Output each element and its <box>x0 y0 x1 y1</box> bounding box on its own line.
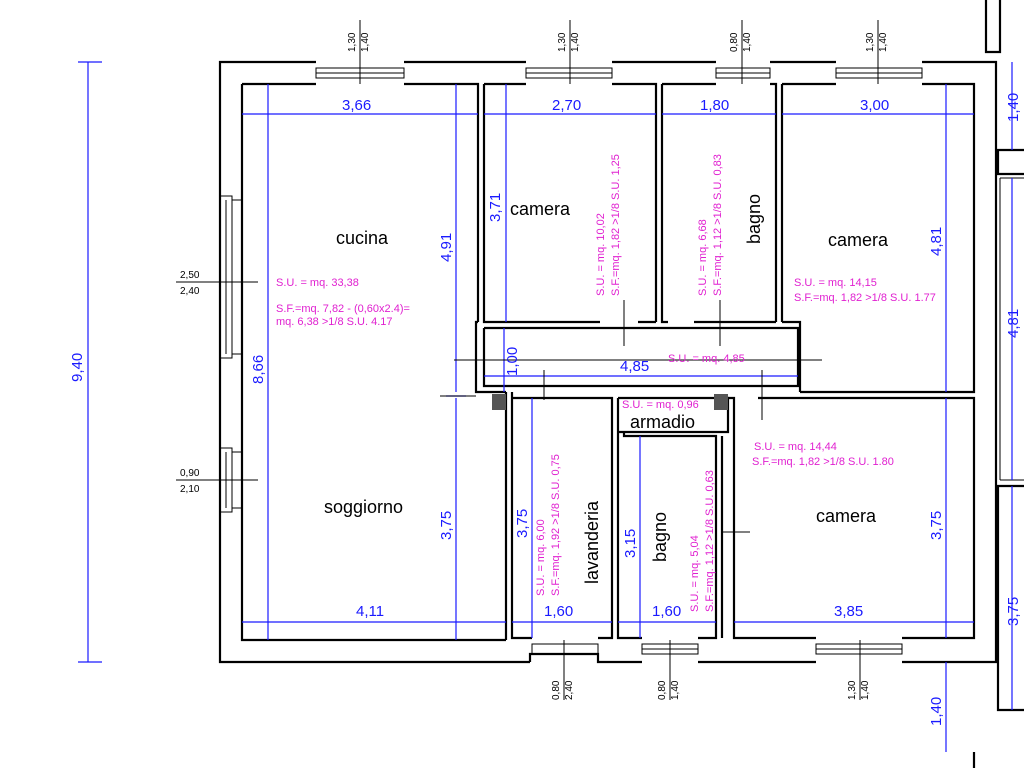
dim-soggiorno-width: 4,11 <box>356 603 384 620</box>
dim-right-edge-mid: 4,81 <box>1005 309 1022 338</box>
opening-top2-b: 1,40 <box>570 32 581 52</box>
bagno-top-su: S.U. = mq. 6,68 <box>697 219 709 296</box>
camera-bottom-su: S.U. = mq. 14,44 <box>754 441 837 453</box>
dim-overall-height: 9,40 <box>69 353 86 382</box>
room-camera-bottom: camera <box>816 506 877 526</box>
opening-bottom1-a: 0,80 <box>551 680 562 700</box>
dim-right-edge-low: 3,75 <box>1005 597 1022 626</box>
bagno-bottom-sf: S.F.=mq. 1,12 >1/8 S.U. 0,63 <box>704 470 716 612</box>
bagno-bottom-su: S.U. = mq. 5,04 <box>689 535 701 612</box>
opening-left2-a: 0,90 <box>180 468 200 479</box>
opening-left1-a: 2,50 <box>180 270 200 281</box>
room-camera-right: camera <box>828 230 889 250</box>
dim-bagno-top-width: 1,80 <box>700 97 729 114</box>
dim-right-edge-bottom: 1,40 <box>928 697 945 726</box>
dim-right-edge-top: 1,40 <box>1005 93 1022 122</box>
cucina-sf-line2: mq. 6,38 >1/8 S.U. 4.17 <box>276 316 393 328</box>
dim-cucina-height: 4,91 <box>438 233 455 262</box>
dim-cucina-width: 3,66 <box>342 97 371 114</box>
opening-top1-b: 1,40 <box>360 32 371 52</box>
dim-bagno-bottom-width: 1,60 <box>652 603 681 620</box>
opening-top4-a: 1,30 <box>865 32 876 52</box>
bagno-top-sf: S.F.=mq. 1,12 >1/8 S.U. 0,83 <box>712 154 724 296</box>
opening-markers <box>176 20 879 700</box>
cucina-su: S.U. = mq. 33,38 <box>276 277 359 289</box>
dim-camera-bottom-width: 3,85 <box>834 603 863 620</box>
room-lavanderia: lavanderia <box>582 500 602 584</box>
room-soggiorno: soggiorno <box>324 497 403 517</box>
opening-left2-b: 2,10 <box>180 484 200 495</box>
opening-bottom3-b: 1,40 <box>860 680 871 700</box>
dim-corridor-width: 4,85 <box>620 358 649 375</box>
camera-bottom-sf: S.F.=mq. 1,82 >1/8 S.U. 1.80 <box>752 456 894 468</box>
armadio-su: S.U. = mq. 0,96 <box>622 399 699 411</box>
opening-top1-a: 1,30 <box>347 32 358 52</box>
cucina-sf-line1: S.F.=mq. 7,82 - (0,60x2.4)= <box>276 303 410 315</box>
room-bagno-top: bagno <box>744 194 764 244</box>
camera-top-sf: S.F.=mq. 1,82 >1/8 S.U. 1,25 <box>610 154 622 296</box>
opening-bottom1-b: 2,40 <box>564 680 575 700</box>
dimension-lines <box>78 61 1013 752</box>
dim-camera-top-width: 2,70 <box>552 97 581 114</box>
dim-lavanderia-height: 3,75 <box>514 509 531 538</box>
opening-top4-b: 1,40 <box>878 32 889 52</box>
corridor-su: S.U. = mq. 4,85 <box>668 353 745 365</box>
room-armadio: armadio <box>630 412 695 432</box>
camera-top-su: S.U. = mq. 10,02 <box>595 213 607 296</box>
opening-bottom2-a: 0,80 <box>657 680 668 700</box>
opening-top3-b: 1,40 <box>742 32 753 52</box>
room-cucina: cucina <box>336 228 389 248</box>
opening-top3-a: 0,80 <box>729 32 740 52</box>
dim-camera-right-height: 4,81 <box>928 227 945 256</box>
room-camera-top: camera <box>510 199 571 219</box>
opening-bottom2-b: 1,40 <box>670 680 681 700</box>
opening-top2-a: 1,30 <box>557 32 568 52</box>
dim-lavanderia-width: 1,60 <box>544 603 573 620</box>
room-bagno-bottom: bagno <box>650 512 670 562</box>
dim-camera-top-height: 3,71 <box>487 193 504 222</box>
dim-camera-bottom-height: 3,75 <box>928 511 945 540</box>
opening-bottom3-a: 1,30 <box>847 680 858 700</box>
dim-camera-right-width: 3,00 <box>860 97 889 114</box>
camera-right-sf: S.F.=mq. 1,82 >1/8 S.U. 1.77 <box>794 292 936 304</box>
lavanderia-su: S.U. = mq. 6,00 <box>535 519 547 596</box>
outer-walls <box>218 0 1024 768</box>
dim-bagno-bottom-height: 3,15 <box>622 529 639 558</box>
dim-living-height: 8,66 <box>250 355 267 384</box>
dim-corridor-height: 1,00 <box>504 347 521 376</box>
camera-right-su: S.U. = mq. 14,15 <box>794 277 877 289</box>
opening-left1-b: 2,40 <box>180 286 200 297</box>
dim-soggiorno-height: 3,75 <box>438 511 455 540</box>
lavanderia-sf: S.F.=mq. 1,92 >1/8 S.U. 0,75 <box>550 454 562 596</box>
